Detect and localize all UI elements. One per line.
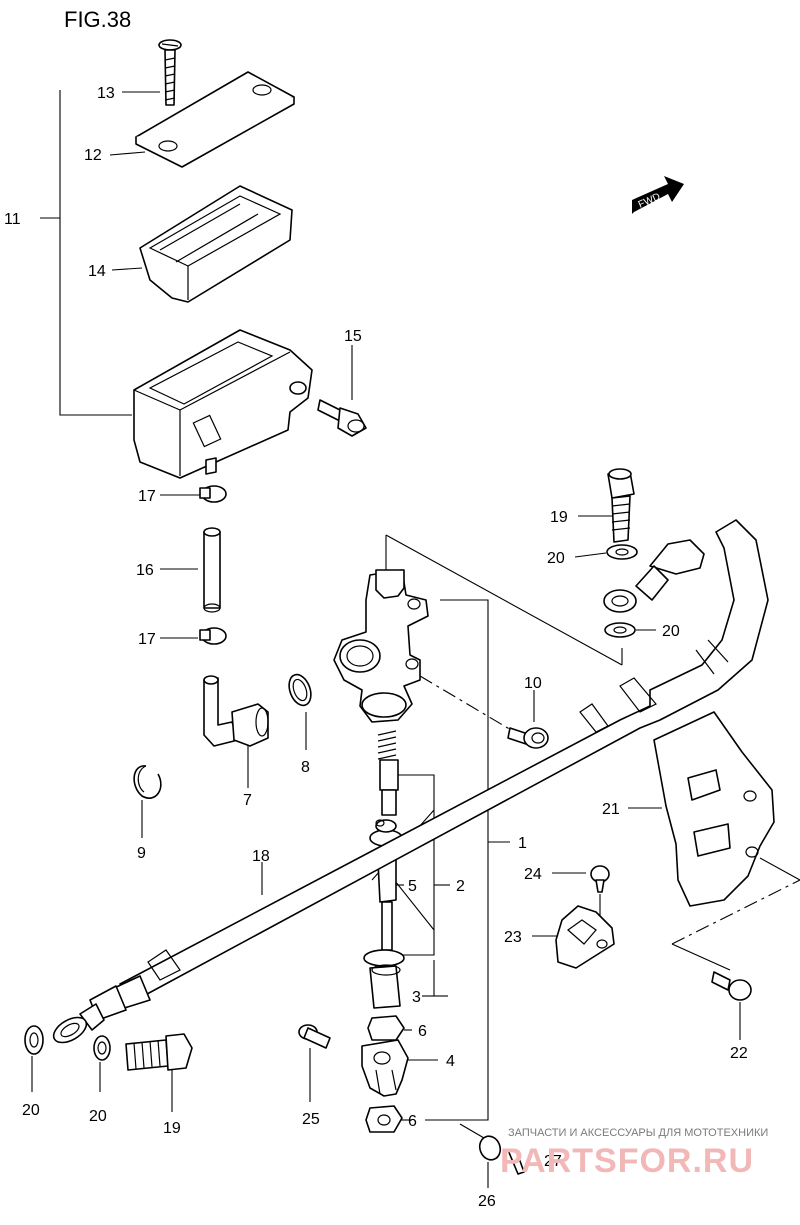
callout-18: 18 xyxy=(252,848,270,865)
callout-20-lower: 20 xyxy=(89,1108,107,1125)
brake-hose-18-part xyxy=(52,519,769,1044)
pin-25-part xyxy=(298,1024,331,1049)
reservoir-cap-12-part xyxy=(135,71,295,168)
callout-17-lower: 17 xyxy=(138,631,156,648)
circlip-9-part xyxy=(133,765,162,799)
callout-25: 25 xyxy=(302,1111,320,1128)
elbow-fitting-7-part xyxy=(203,675,269,747)
callout-4: 4 xyxy=(446,1053,455,1070)
callout-7: 7 xyxy=(243,792,252,809)
circlip-3-part xyxy=(363,949,405,1009)
washer-20-c-part xyxy=(24,1025,44,1055)
watermark-caption: ЗАПЧАСТИ И АКСЕССУАРЫ ДЛЯ МОТОТЕХНИКИ xyxy=(508,1127,768,1139)
callout-20-middle: 20 xyxy=(662,623,680,640)
callout-21: 21 xyxy=(602,801,620,818)
piston-5-part xyxy=(377,859,397,951)
diaphragm-14-part xyxy=(139,185,293,303)
callout-3: 3 xyxy=(412,989,421,1006)
callout-11: 11 xyxy=(4,211,21,228)
o-ring-8-part xyxy=(288,673,312,707)
screw-24-part xyxy=(590,865,610,893)
callout-10: 10 xyxy=(524,675,542,692)
callout-12: 12 xyxy=(84,147,102,164)
nut-6-lower-part xyxy=(365,1105,403,1133)
hose-16-part xyxy=(203,527,221,613)
callout-23: 23 xyxy=(504,929,522,946)
screw-13-part xyxy=(158,39,182,106)
fwd-label: FWD xyxy=(637,191,662,210)
cover-21-part xyxy=(653,711,775,907)
union-bolt-19-upper-part xyxy=(607,468,635,543)
fwd-arrow-icon: FWD xyxy=(632,176,684,214)
callout-19-lower: 19 xyxy=(163,1120,181,1137)
washer-20-b-part xyxy=(604,622,636,638)
bolt-22-part xyxy=(711,971,752,1001)
callout-5: 5 xyxy=(408,878,417,895)
callout-9: 9 xyxy=(137,845,146,862)
washer-20-a-part xyxy=(606,544,638,560)
hose-clamp-23-part xyxy=(555,905,615,969)
watermark-site: PARTSFOR.RU xyxy=(500,1142,754,1180)
clamp-17-upper-part xyxy=(199,485,227,503)
callout-17-upper: 17 xyxy=(138,488,156,505)
master-cylinder-body-part xyxy=(333,569,429,723)
callout-1: 1 xyxy=(518,835,527,852)
union-bolt-19-lower-part xyxy=(125,1033,193,1071)
callout-22: 22 xyxy=(730,1045,748,1062)
washer-26-part xyxy=(478,1135,502,1161)
clamp-17-lower-part xyxy=(199,627,227,645)
clevis-4-part xyxy=(361,1039,409,1097)
banjo-bolt-10-part xyxy=(507,727,549,749)
cotter-pin-27-part xyxy=(507,1149,525,1175)
callout-19-upper: 19 xyxy=(550,509,568,526)
washer-20-d-part xyxy=(93,1035,111,1061)
callout-26: 26 xyxy=(478,1193,496,1210)
callout-8: 8 xyxy=(301,759,310,776)
callout-16: 16 xyxy=(136,562,154,579)
bracket-11 xyxy=(59,90,132,416)
callout-15: 15 xyxy=(344,328,362,345)
callout-20-upper: 20 xyxy=(547,550,565,567)
callout-24: 24 xyxy=(524,866,542,883)
callout-2: 2 xyxy=(456,878,465,895)
callout-6-lower: 6 xyxy=(408,1113,417,1130)
nut-6-upper-part xyxy=(367,1015,405,1041)
reservoir-body-part xyxy=(133,329,313,479)
callout-20-lower-left: 20 xyxy=(22,1102,40,1119)
callout-14: 14 xyxy=(88,263,106,280)
callout-27: 27 xyxy=(544,1153,562,1170)
figure-title: FIG.38 xyxy=(64,7,131,32)
bolt-15-part xyxy=(317,399,367,437)
callout-13: 13 xyxy=(97,85,115,102)
spring-part xyxy=(377,730,399,816)
callout-6-upper: 6 xyxy=(418,1023,427,1040)
